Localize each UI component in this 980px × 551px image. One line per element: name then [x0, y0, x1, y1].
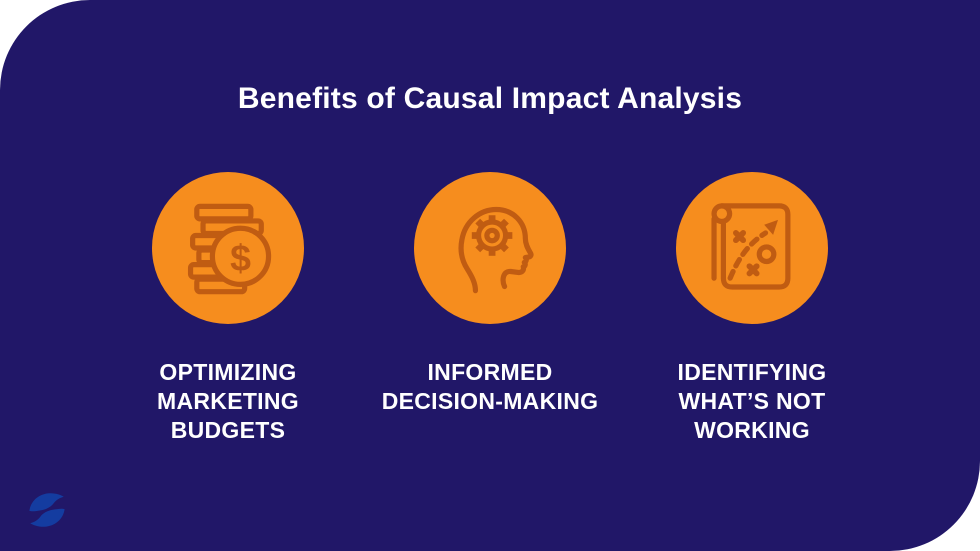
- benefits-row: $ OPTIMIZING MARKETING BUDGETS: [0, 172, 980, 445]
- page-title: Benefits of Causal Impact Analysis: [237, 82, 743, 115]
- benefit-label-budgets: OPTIMIZING MARKETING BUDGETS: [157, 359, 299, 443]
- coins-dollar-icon: $: [187, 203, 272, 295]
- benefit-label-working: IDENTIFYING WHAT’S NOT WORKING: [677, 359, 827, 443]
- strategy-plan-icon: [711, 203, 791, 290]
- s-swoosh-logo-glyph: [29, 493, 65, 527]
- s-swoosh-logo: [25, 488, 69, 532]
- benefit-column-decisions: INFORMED DECISION-MAKING: [364, 172, 616, 445]
- benefit-column-working: IDENTIFYING WHAT’S NOT WORKING: [626, 172, 878, 445]
- benefit-label-decisions: INFORMED DECISION-MAKING: [381, 359, 599, 414]
- head-gear-icon: [458, 206, 534, 294]
- benefit-column-budgets: $ OPTIMIZING MARKETING BUDGETS: [102, 172, 354, 445]
- dollar-sign-glyph: $: [230, 236, 251, 278]
- benefit-circle-decisions: [414, 172, 566, 324]
- benefit-circle-working: [676, 172, 828, 324]
- benefit-circle-budgets: $: [152, 172, 304, 324]
